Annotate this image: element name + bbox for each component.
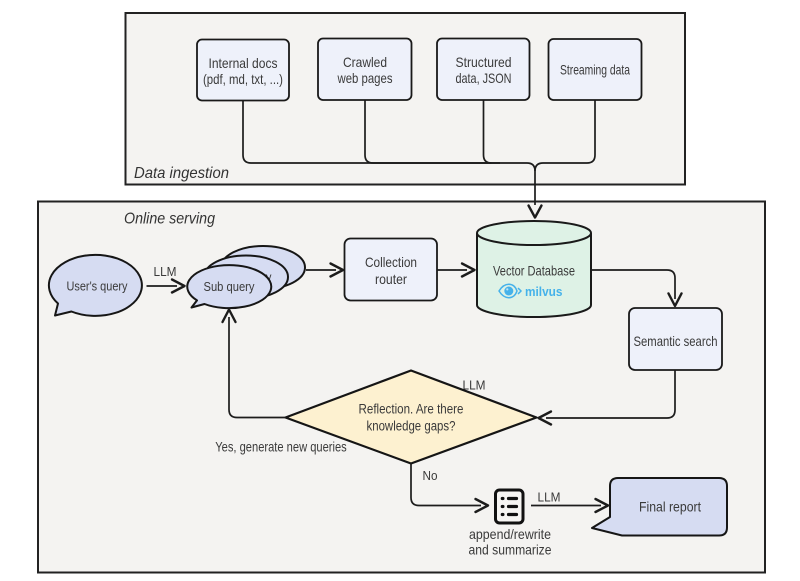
svg-text:Streaming data: Streaming data	[560, 62, 630, 78]
svg-text:web pages: web pages	[337, 70, 393, 86]
svg-text:append/rewrite: append/rewrite	[469, 526, 551, 542]
svg-text:Vector Database: Vector Database	[493, 263, 575, 279]
svg-text:Semantic search: Semantic search	[634, 333, 718, 349]
svg-text:Collection: Collection	[365, 254, 417, 270]
svg-text:LLM: LLM	[463, 379, 486, 393]
svg-text:Crawled: Crawled	[343, 54, 387, 70]
svg-text:Online serving: Online serving	[124, 211, 215, 228]
svg-text:No: No	[423, 468, 438, 483]
svg-text:and summarize: and summarize	[469, 542, 552, 558]
svg-text:data, JSON: data, JSON	[456, 70, 512, 86]
svg-text:Data ingestion: Data ingestion	[134, 165, 229, 182]
svg-text:Structured: Structured	[456, 54, 512, 70]
svg-text:Yes, generate new queries: Yes, generate new queries	[215, 439, 347, 455]
svg-text:Sub query: Sub query	[204, 279, 255, 294]
svg-text:User's query: User's query	[67, 279, 128, 294]
svg-text:router: router	[375, 271, 407, 287]
svg-text:Reflection. Are there: Reflection. Are there	[359, 402, 464, 417]
svg-text:Final report: Final report	[639, 499, 701, 515]
svg-text:LLM: LLM	[154, 265, 177, 279]
svg-text:knowledge gaps?: knowledge gaps?	[367, 419, 456, 434]
svg-text:milvus: milvus	[525, 285, 563, 299]
svg-text:Internal docs: Internal docs	[209, 55, 278, 71]
svg-text:(pdf, md, txt, ...): (pdf, md, txt, ...)	[203, 71, 283, 87]
svg-text:LLM: LLM	[538, 491, 561, 505]
